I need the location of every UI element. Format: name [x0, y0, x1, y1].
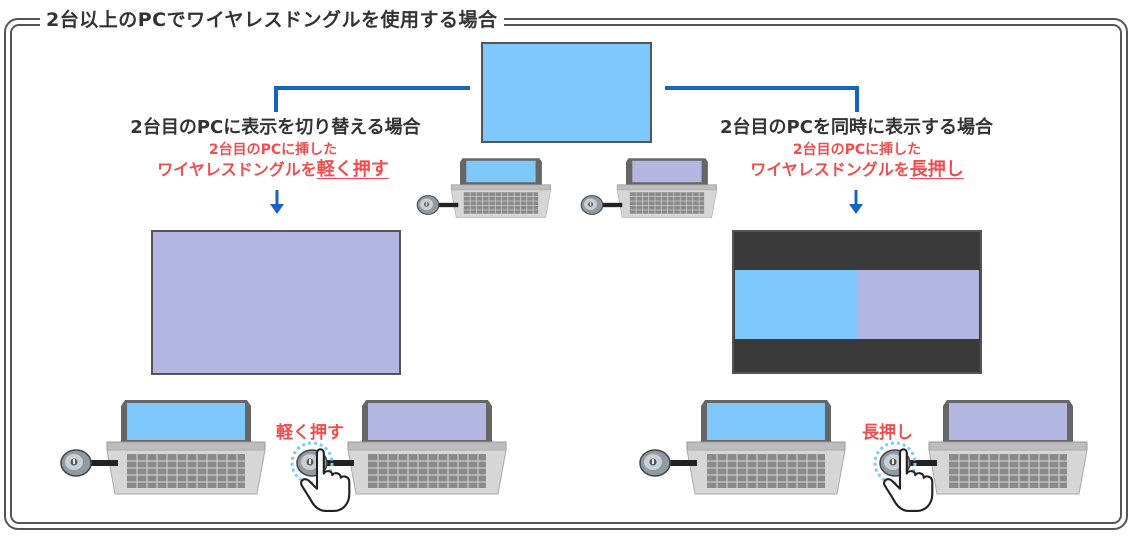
left-heading: 2台目のPCに表示を切り替える場合	[130, 117, 421, 138]
left-action-label: 軽く押す	[276, 423, 344, 443]
right-action-label: 長押し	[862, 423, 913, 443]
left-note-emphasis: 軽く押す	[316, 159, 389, 180]
right-note-line2-text: ワイヤレスドングルを	[750, 160, 910, 179]
right-note-line2: ワイヤレスドングルを長押し	[712, 160, 1002, 180]
display-screen-icon	[481, 42, 652, 143]
connector-line-right	[665, 86, 859, 112]
laptop-icon	[106, 399, 266, 495]
laptop-icon	[347, 399, 507, 495]
laptop-icon	[686, 399, 846, 495]
laptop-icon	[616, 157, 718, 218]
laptop-icon	[928, 399, 1088, 495]
display-screen-icon	[151, 230, 401, 375]
wireless-dongle-icon	[580, 195, 623, 215]
display-screen-icon	[732, 230, 982, 374]
right-note-line1: 2台目のPCに挿した	[792, 142, 922, 158]
diagram-title: 2台以上のPCでワイヤレスドングルを使用する場合	[46, 8, 498, 31]
left-note: 2台目のPCに挿した ワイヤレスドングルを軽く押す	[128, 140, 418, 180]
outer-frame	[4, 18, 1128, 530]
right-heading: 2台目のPCを同時に表示する場合	[720, 117, 993, 138]
wireless-dongle-icon	[416, 195, 459, 215]
left-note-line1: 2台目のPCに挿した	[208, 142, 338, 158]
left-note-line2-text: ワイヤレスドングルを	[157, 160, 317, 179]
inner-frame	[10, 24, 1122, 524]
left-note-line2: ワイヤレスドングルを軽く押す	[128, 160, 418, 180]
title-banner: 2台以上のPCでワイヤレスドングルを使用する場合	[40, 6, 504, 31]
arrow-down-icon	[270, 190, 284, 214]
right-note-emphasis: 長押し	[909, 159, 964, 180]
connector-line-left	[274, 86, 470, 112]
right-note: 2台目のPCに挿した ワイヤレスドングルを長押し	[712, 140, 1002, 180]
laptop-icon	[450, 157, 552, 218]
arrow-down-icon	[849, 190, 863, 214]
